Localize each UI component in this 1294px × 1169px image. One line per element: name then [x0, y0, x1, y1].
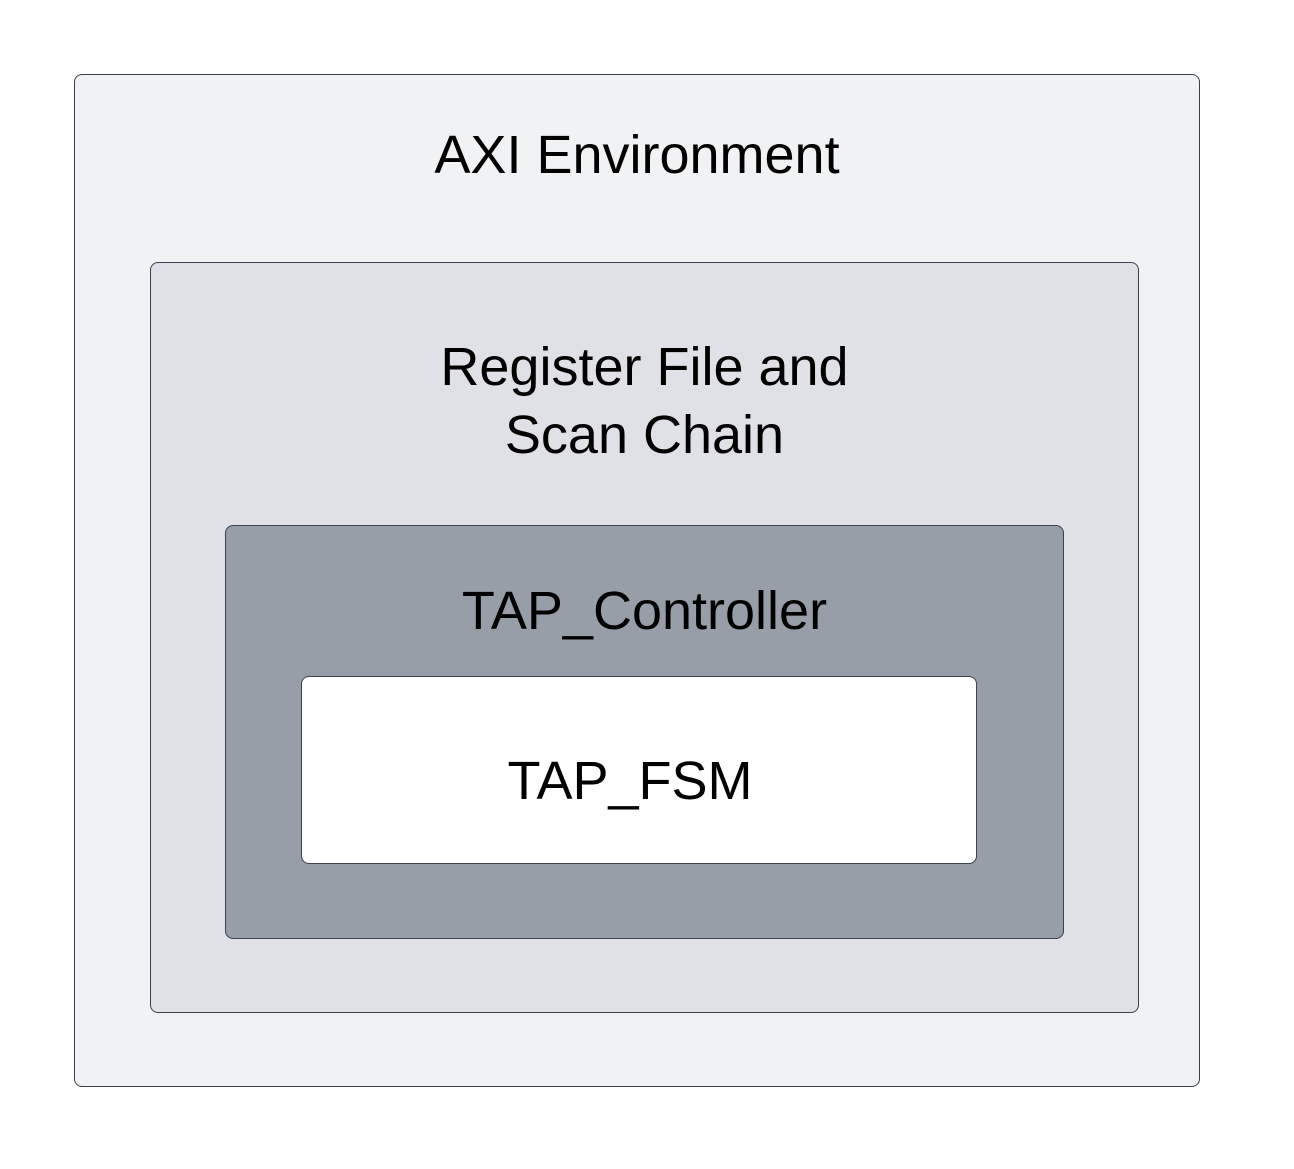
register-file-label-line-1: Register File and — [440, 337, 849, 397]
tap-controller-block: TAP_Controller TAP_FSM — [225, 525, 1064, 939]
axi-environment-block: AXI Environment Register File and Scan C… — [74, 74, 1200, 1087]
tap-controller-label: TAP_Controller — [461, 581, 828, 641]
tap-fsm-label: TAP_FSM — [507, 751, 753, 811]
register-file-label-line-2: Scan Chain — [504, 405, 785, 465]
register-file-scan-chain-block: Register File and Scan Chain TAP_Control… — [150, 262, 1139, 1013]
tap-fsm-block: TAP_FSM — [301, 676, 977, 864]
register-file-scan-chain-label: Register File and Scan Chain — [151, 333, 1138, 469]
axi-environment-label: AXI Environment — [434, 125, 840, 185]
